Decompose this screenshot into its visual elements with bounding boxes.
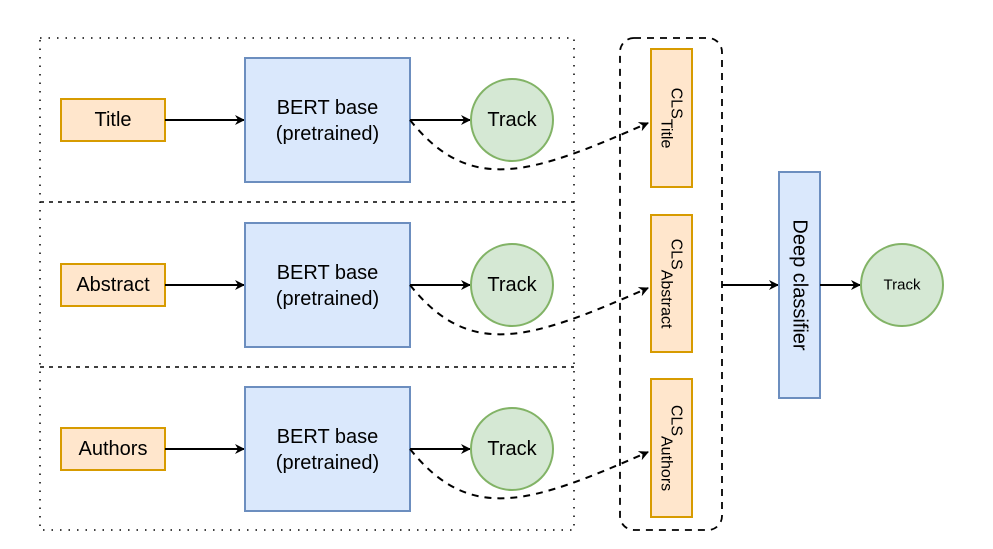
bert-base-box: BERT base (pretrained) bbox=[244, 57, 411, 183]
output-track-node: Track bbox=[860, 243, 944, 327]
cls-node-abstract: CLSAbstract bbox=[650, 214, 693, 353]
track-label: Track bbox=[487, 274, 537, 296]
deep-classifier-label: Deep classifier bbox=[789, 219, 811, 351]
track-node: Track bbox=[470, 78, 554, 162]
input-label: Abstract bbox=[76, 274, 150, 296]
input-label: Title bbox=[94, 109, 131, 131]
bert-label-line2: (pretrained) bbox=[276, 123, 379, 145]
bert-label-line2: (pretrained) bbox=[276, 452, 379, 474]
input-node-title: Title bbox=[60, 98, 166, 142]
cls-label: CLSAuthors bbox=[658, 405, 685, 491]
cls-subscript-text: Abstract bbox=[658, 270, 675, 329]
cls-label: CLSTitle bbox=[658, 88, 685, 149]
track-label: Track bbox=[487, 438, 537, 460]
bert-label-line2: (pretrained) bbox=[276, 288, 379, 310]
output-track-label: Track bbox=[884, 277, 921, 294]
bert-label-line1: BERT base bbox=[277, 426, 379, 448]
deep-classifier-box: Deep classifier bbox=[778, 171, 821, 399]
cls-main-text: CLS bbox=[668, 405, 685, 436]
bert-label-line1: BERT base bbox=[277, 97, 379, 119]
cls-main-text: CLS bbox=[668, 239, 685, 270]
cls-subscript-text: Authors bbox=[658, 436, 675, 491]
input-node-abstract: Abstract bbox=[60, 263, 166, 307]
cls-main-text: CLS bbox=[668, 88, 685, 119]
bert-label-line1: BERT base bbox=[277, 262, 379, 284]
track-node: Track bbox=[470, 407, 554, 491]
input-label: Authors bbox=[79, 438, 148, 460]
input-node-authors: Authors bbox=[60, 427, 166, 471]
cls-node-title: CLSTitle bbox=[650, 48, 693, 188]
bert-base-box: BERT base (pretrained) bbox=[244, 222, 411, 348]
cls-node-authors: CLSAuthors bbox=[650, 378, 693, 518]
encoder-group-border bbox=[39, 37, 575, 531]
cls-label: CLSAbstract bbox=[658, 239, 685, 329]
track-node: Track bbox=[470, 243, 554, 327]
track-label: Track bbox=[487, 109, 537, 131]
cls-subscript-text: Title bbox=[658, 119, 675, 149]
bert-base-box: BERT base (pretrained) bbox=[244, 386, 411, 512]
